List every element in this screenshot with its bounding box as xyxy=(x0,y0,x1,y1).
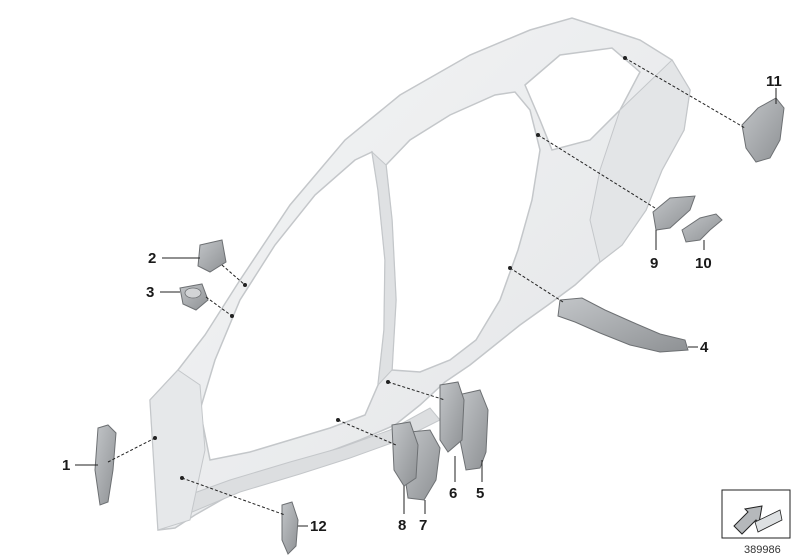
callout-5: 5 xyxy=(476,485,484,502)
callout-6: 6 xyxy=(449,485,457,502)
leader-lines xyxy=(75,56,777,527)
part-1 xyxy=(94,424,117,506)
part-10 xyxy=(681,213,723,243)
callout-10: 10 xyxy=(695,255,712,272)
callout-2: 2 xyxy=(148,250,156,267)
callout-12: 12 xyxy=(310,518,327,535)
callout-3: 3 xyxy=(146,284,154,301)
part-6 xyxy=(439,381,465,453)
part-9 xyxy=(652,195,696,231)
callout-11: 11 xyxy=(766,73,782,90)
reference-number: 389986 xyxy=(744,544,781,556)
part-8 xyxy=(391,421,419,487)
view-arrow-icon xyxy=(733,505,783,535)
callout-8: 8 xyxy=(398,517,406,534)
part-4 xyxy=(557,297,689,353)
part-11 xyxy=(741,97,785,163)
callout-9: 9 xyxy=(650,255,658,272)
part-12 xyxy=(281,501,299,555)
callout-4: 4 xyxy=(700,339,709,356)
part-5 xyxy=(457,389,489,471)
part-2 xyxy=(197,239,227,273)
callout-1: 1 xyxy=(62,457,70,474)
part-3 xyxy=(179,283,209,311)
callout-7: 7 xyxy=(419,517,427,534)
view-direction-box xyxy=(721,489,791,539)
